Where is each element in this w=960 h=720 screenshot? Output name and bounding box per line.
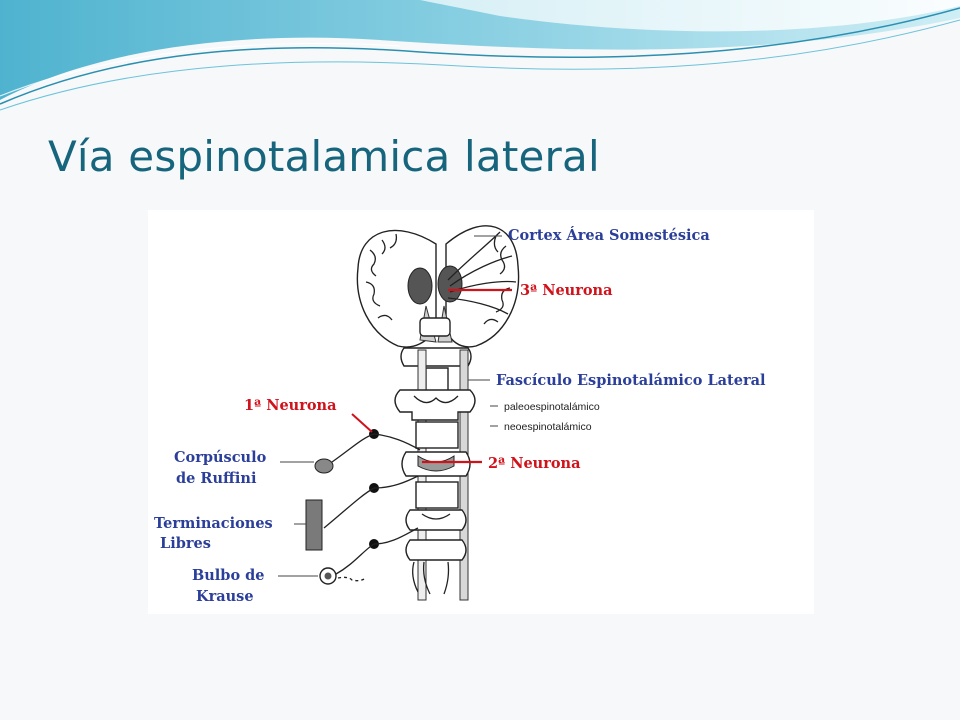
- receptor-icons: [305, 429, 421, 585]
- ruffini-corpuscle: [314, 458, 334, 474]
- label-fasciculo: Fascículo Espinotalámico Lateral: [496, 372, 766, 389]
- label-ruffini-line1: Corpúsculo: [174, 449, 267, 466]
- diagram-panel: Cortex Área Somestésica 3ª Neurona Fascí…: [148, 210, 814, 614]
- spinothalamic-pathway-diagram: Cortex Área Somestésica 3ª Neurona Fascí…: [154, 225, 766, 605]
- thalamus-left: [407, 267, 433, 305]
- free-nerve-endings: [305, 499, 323, 551]
- midbrain: [419, 317, 451, 337]
- label-paleo: paleoespinotalámico: [504, 401, 600, 413]
- lumbar-segment: [405, 539, 467, 561]
- label-krause-line1: Bulbo de: [192, 567, 265, 584]
- slide-title: Vía espinotalamica lateral: [48, 132, 600, 181]
- label-krause-line2: Krause: [196, 588, 254, 605]
- thoracic-segment: [405, 509, 467, 531]
- label-neo: neoespinotalámico: [504, 421, 592, 433]
- label-ruffini-line2: de Ruffini: [176, 470, 257, 487]
- thalamus-right: [437, 265, 463, 303]
- spinal-cord-icon: [394, 349, 476, 601]
- header-wave-banner: [0, 0, 960, 111]
- label-neurona-1: 1ª Neurona: [244, 397, 337, 414]
- label-libres-line2: Libres: [160, 535, 211, 552]
- label-libres-line1: Terminaciones: [154, 515, 273, 532]
- brain-section-icon: [356, 225, 520, 367]
- label-neurona-3: 3ª Neurona: [520, 282, 613, 299]
- label-cortex: Cortex Área Somestésica: [508, 226, 710, 244]
- label-neurona-2: 2ª Neurona: [488, 455, 581, 472]
